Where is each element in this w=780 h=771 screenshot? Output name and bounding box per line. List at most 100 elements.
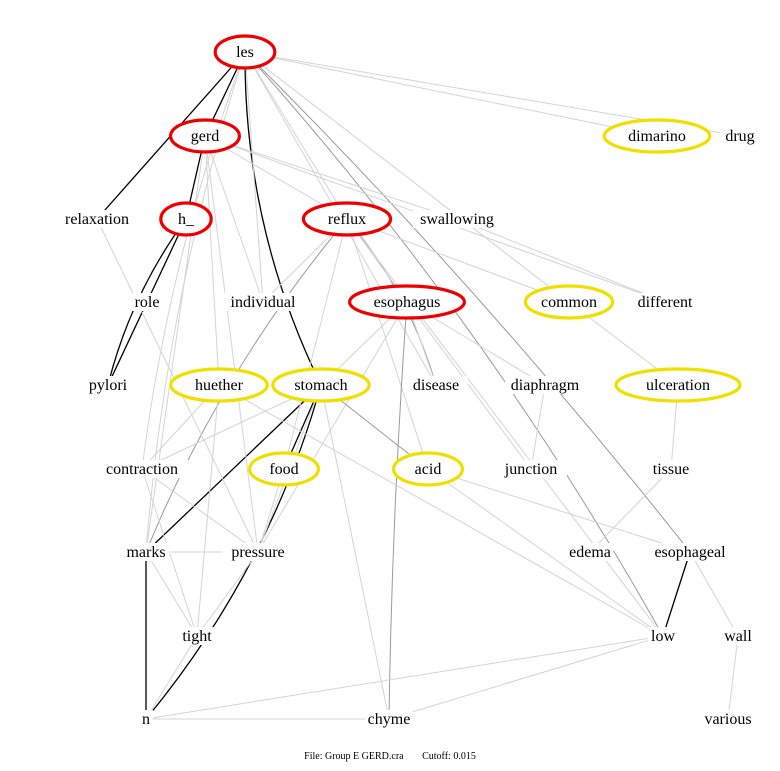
- yellow-ring: [392, 451, 465, 487]
- label-background: [219, 293, 307, 311]
- node-low[interactable]: low: [647, 627, 679, 645]
- edge-contraction-pressure: [141, 468, 259, 553]
- label-background: [365, 710, 413, 728]
- node-label: role: [135, 294, 160, 311]
- node-label: individual: [231, 294, 296, 311]
- node-contraction[interactable]: contraction: [93, 460, 191, 478]
- edge-gerd-marks: [145, 135, 206, 553]
- node-food[interactable]: food: [248, 451, 321, 487]
- yellow-ring: [169, 367, 269, 403]
- red-ring: [169, 118, 242, 154]
- label-background: [696, 710, 760, 728]
- edge-reflux-low: [346, 218, 664, 637]
- yellow-ring: [602, 118, 712, 154]
- node-various[interactable]: various: [696, 710, 760, 728]
- edge-les-dimarino: [244, 51, 658, 137]
- node-tissue[interactable]: tissue: [643, 460, 699, 478]
- node-edema[interactable]: edema: [566, 543, 614, 561]
- node-les[interactable]: les: [213, 34, 277, 70]
- node-label: h_: [178, 211, 195, 228]
- node-label: swallowing: [420, 211, 494, 228]
- node-label: edema: [569, 544, 611, 561]
- edge-tissue-edema: [589, 468, 672, 553]
- edge-wall-various: [727, 635, 739, 720]
- node-pressure[interactable]: pressure: [222, 543, 294, 561]
- edge-stomach-chyme: [320, 384, 390, 720]
- label-background: [138, 710, 154, 728]
- label-background: [720, 127, 760, 145]
- node-chyme[interactable]: chyme: [365, 710, 413, 728]
- edge-gerd-pressure: [204, 135, 259, 553]
- node-role[interactable]: role: [127, 293, 167, 311]
- node-pylori[interactable]: pylori: [80, 376, 136, 394]
- edge-huether-low: [218, 384, 664, 637]
- node-drug[interactable]: drug: [720, 127, 760, 145]
- label-background: [127, 293, 167, 311]
- edge-les-esophageal: [244, 51, 691, 553]
- edge-huether-tight: [196, 384, 220, 637]
- edge-reflux-food: [283, 218, 348, 470]
- node-label: stomach: [294, 377, 347, 394]
- node-label: chyme: [368, 711, 411, 728]
- edge-les-stomach: [244, 51, 322, 386]
- node-dimarino[interactable]: dimarino: [602, 118, 712, 154]
- node-h[interactable]: h_: [159, 201, 213, 237]
- node-different[interactable]: different: [625, 293, 705, 311]
- node-label: reflux: [328, 211, 366, 228]
- node-swallowing[interactable]: swallowing: [413, 210, 501, 228]
- edge-n-tight: [145, 635, 198, 720]
- node-label: pylori: [89, 377, 128, 394]
- edge-marks-tight: [145, 551, 198, 637]
- label-background: [93, 460, 191, 478]
- edge-reflux-acid: [346, 218, 429, 470]
- node-marks[interactable]: marks: [122, 543, 170, 561]
- node-individual[interactable]: individual: [219, 293, 307, 311]
- node-ulceration[interactable]: ulceration: [614, 367, 742, 403]
- node-gerd[interactable]: gerd: [169, 118, 242, 154]
- node-stomach[interactable]: stomach: [271, 367, 371, 403]
- node-label: huether: [195, 377, 244, 394]
- node-reflux[interactable]: reflux: [301, 201, 393, 237]
- edge-gerd-huether: [204, 135, 220, 386]
- node-label: relaxation: [65, 211, 129, 228]
- red-ring: [348, 284, 467, 320]
- node-diaphragm[interactable]: diaphragm: [505, 376, 585, 394]
- node-junction[interactable]: junction: [495, 460, 567, 478]
- node-n[interactable]: n: [138, 710, 154, 728]
- label-background: [647, 627, 679, 645]
- node-relaxation[interactable]: relaxation: [53, 210, 141, 228]
- node-label: junction: [504, 461, 557, 478]
- node-common[interactable]: common: [523, 284, 615, 320]
- red-ring: [159, 201, 213, 237]
- red-ring: [301, 201, 393, 237]
- node-label: common: [541, 294, 597, 311]
- node-disease[interactable]: disease: [404, 376, 468, 394]
- label-background: [718, 627, 758, 645]
- label-background: [413, 210, 501, 228]
- node-label: pressure: [231, 544, 284, 561]
- node-tight[interactable]: tight: [173, 627, 221, 645]
- edge-acid-esophageal: [427, 468, 691, 553]
- node-label: various: [704, 711, 751, 728]
- edge-stomach-marks: [145, 384, 322, 553]
- node-esophageal[interactable]: esophageal: [646, 543, 734, 561]
- node-acid[interactable]: acid: [392, 451, 465, 487]
- yellow-ring: [523, 284, 615, 320]
- edge-swallowing-different: [456, 218, 666, 303]
- edge-les-reflux: [244, 51, 348, 220]
- label-background: [404, 376, 468, 394]
- label-background: [646, 543, 734, 561]
- edge-gerd-individual: [204, 135, 264, 303]
- node-label: diaphragm: [511, 377, 580, 394]
- edge-esophageal-low: [662, 551, 691, 637]
- edge-diaphragm-junction: [530, 384, 546, 470]
- node-label: n: [142, 711, 150, 728]
- node-wall[interactable]: wall: [718, 627, 758, 645]
- label-background: [566, 543, 614, 561]
- node-label: esophagus: [374, 294, 441, 311]
- node-label: dimarino: [628, 128, 686, 145]
- edge-les-common: [244, 51, 570, 303]
- node-huether[interactable]: huether: [169, 367, 269, 403]
- node-esophagus[interactable]: esophagus: [348, 284, 467, 320]
- label-background: [643, 460, 699, 478]
